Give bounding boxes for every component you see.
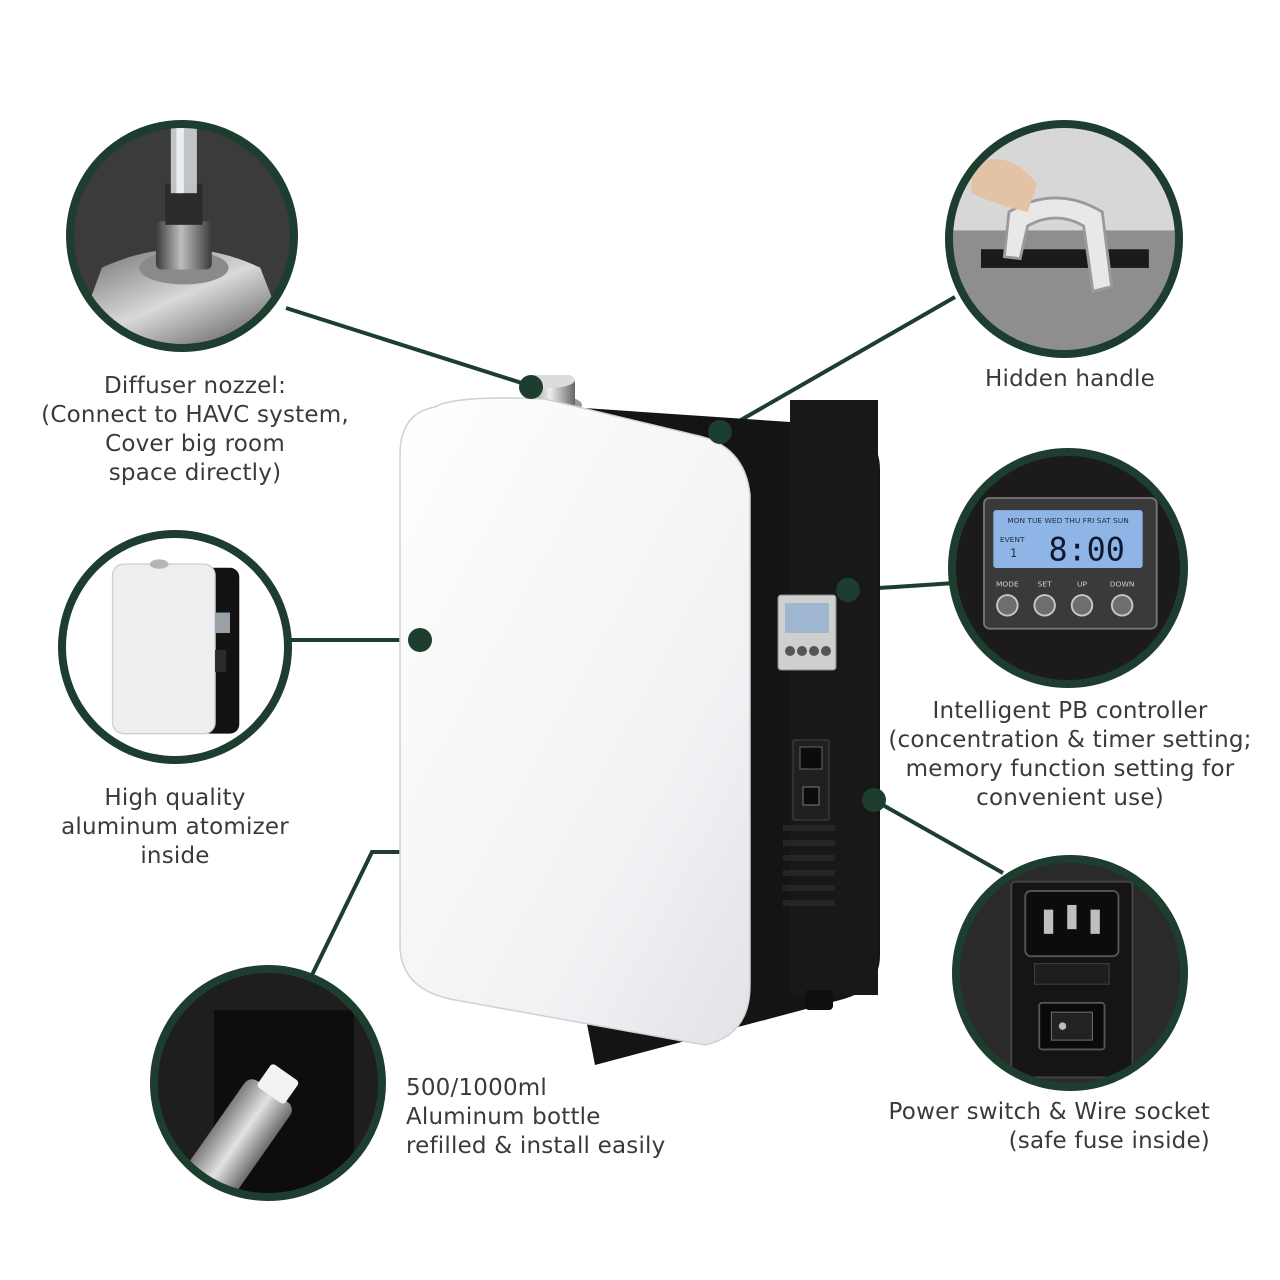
down-button-icon [1110,594,1134,617]
bottle-label: 500/1000ml Aluminum bottle refilled & in… [406,1074,706,1161]
controller-label-line-2: (concentration & timer setting; [888,727,1252,753]
atomizer-label-line-3: inside [140,843,210,869]
controller-detail-photo: MON TUE WED THU FRI SAT SUN EVENT 1 8:00… [948,448,1188,688]
bottle-label-line-1: 500/1000ml [406,1075,547,1101]
lcd-time: 8:00 [1048,533,1124,569]
controller-label-line-3: memory function setting for [905,756,1235,782]
controller-label-line-1: Intelligent PB controller [932,698,1208,724]
nozzle-label-line-1: Diffuser nozzel: [103,373,287,399]
atomizer-label-line-2: aluminum atomizer [61,814,289,840]
power-connector-dot [862,788,886,812]
handle-illustration [953,128,1175,350]
bottle-detail-photo [150,965,386,1201]
bottle-connector [310,850,402,976]
controller-button-label-down: DOWN [1110,580,1135,589]
nozzle-connector-dot [519,375,543,399]
atomizer-label-line-1: High quality [104,785,246,811]
atomizer-connector-dot [408,628,432,652]
mini-diffuser-illustration [66,538,284,756]
power-detail-photo [952,855,1188,1091]
nozzle-label-line-3: Cover big room [105,431,285,457]
controller-connector-dot [836,578,860,602]
power-label-line-2: (safe fuse inside) [1008,1128,1210,1154]
nozzle-illustration [74,128,290,344]
handle-connector-dot [708,420,732,444]
nozzle-label: Diffuser nozzel: (Connect to HAVC system… [40,372,350,488]
power-socket-illustration [960,863,1180,1083]
mode-button-icon [996,594,1019,617]
atomizer-label: High quality aluminum atomizer inside [40,784,310,871]
lcd-event-number: 1 [1010,547,1017,560]
controller-button-label-set: SET [1038,580,1052,589]
bottle-label-line-3: refilled & install easily [406,1133,666,1159]
diffuser-product-image [399,375,880,1065]
bottle-illustration [158,973,378,1193]
handle-label-line-1: Hidden handle [985,366,1155,392]
bottle-label-line-2: Aluminum bottle [406,1104,601,1130]
set-button-icon [1033,594,1056,617]
nozzle-label-line-4: space directly) [108,460,282,486]
controller-button-label-mode: MODE [996,580,1019,589]
lcd-event-label: EVENT [1000,535,1025,544]
controller-label: Intelligent PB controller (concentration… [880,697,1260,813]
controller-label-line-4: convenient use) [976,785,1164,811]
handle-detail-photo [945,120,1183,358]
controller-button-label-up: UP [1077,580,1087,589]
nozzle-detail-photo [66,120,298,352]
power-label: Power switch & Wire socket (safe fuse in… [870,1098,1210,1156]
power-label-line-1: Power switch & Wire socket [888,1099,1210,1125]
controller-illustration: MON TUE WED THU FRI SAT SUN EVENT 1 8:00… [956,456,1180,680]
nozzle-label-line-2: (Connect to HAVC system, [41,402,349,428]
handle-label: Hidden handle [960,365,1180,394]
up-button-icon [1070,594,1094,617]
lcd-days: MON TUE WED THU FRI SAT SUN [1007,516,1129,525]
atomizer-detail-photo [58,530,292,764]
